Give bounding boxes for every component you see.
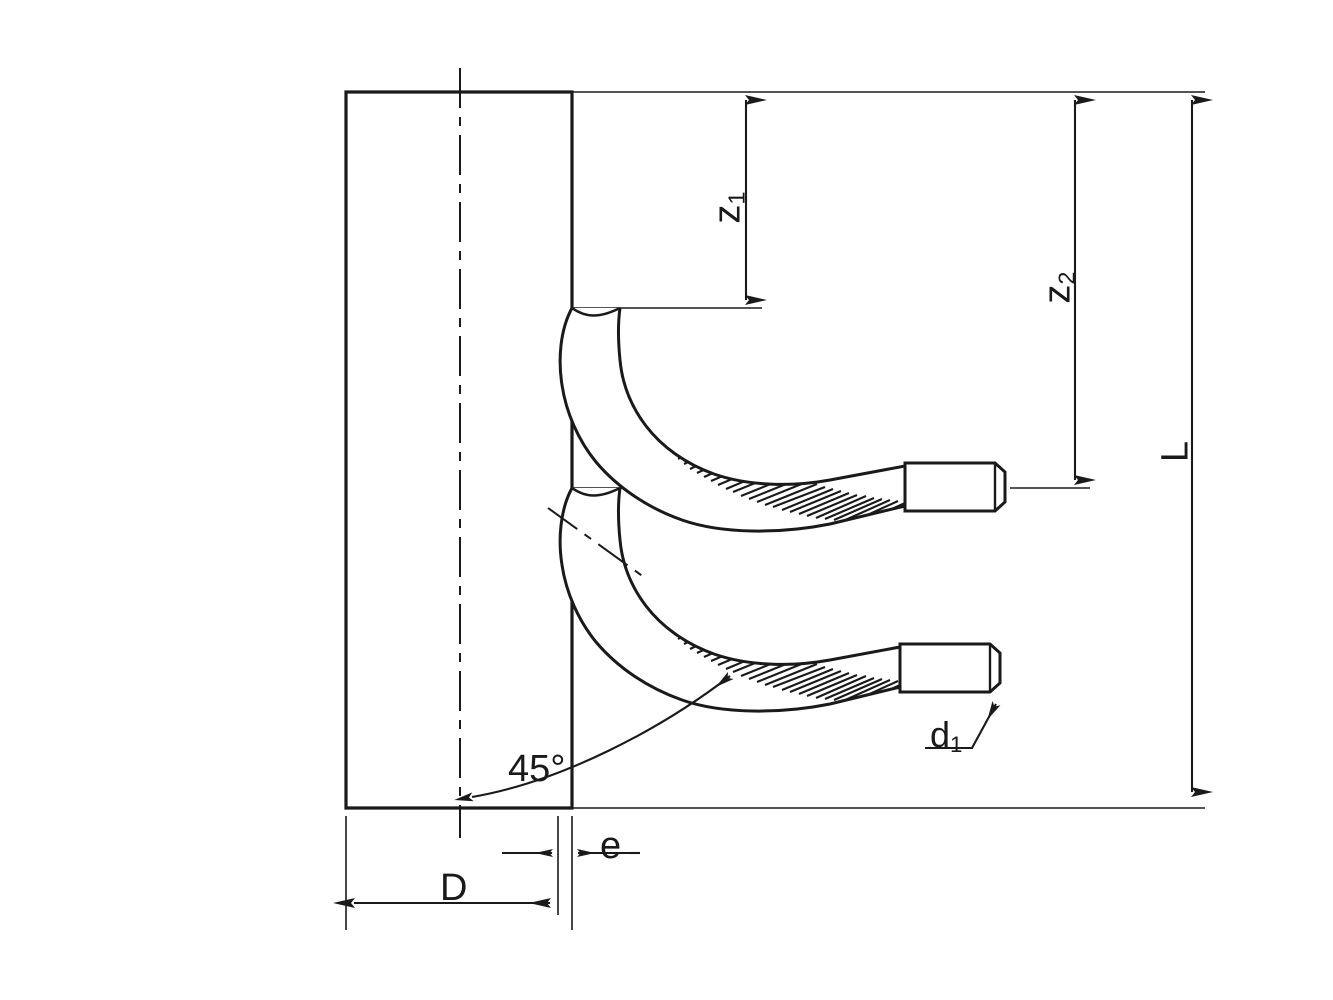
- upper-hose: [558, 306, 1007, 533]
- lower-hose-axis-centerline: [547, 507, 649, 581]
- dimension-label-d1: d1: [930, 714, 963, 757]
- lower-hose-inner-edge: [617, 487, 901, 666]
- dimension-label-e: e: [600, 825, 622, 867]
- lower-hose-outer-edge: [558, 487, 901, 713]
- upper-hose-mouth: [571, 306, 621, 317]
- lower-hose-end-fitting: [898, 642, 1002, 694]
- upper-hose-inner-edge: [617, 307, 906, 486]
- dimension-label-D: D: [440, 867, 468, 909]
- d1-leader: [925, 700, 1001, 750]
- upper-hose-end-fitting: [903, 461, 1007, 513]
- dimension-label-z1: z1: [706, 191, 750, 224]
- dimension-label-z2: z2: [1036, 271, 1080, 304]
- angle-indicator: [454, 671, 734, 802]
- upper-hose-outer-edge: [558, 307, 906, 533]
- dimension-label-angle: 45°: [508, 748, 566, 790]
- lower-hose-mouth: [571, 486, 621, 497]
- angle-arc: [454, 671, 734, 802]
- dimension-D: [333, 816, 573, 930]
- d1-leader-line: [971, 700, 1001, 749]
- lower-hose-fill: [560, 488, 900, 712]
- dimension-label-L: L: [1154, 440, 1197, 463]
- upper-hose-fill: [560, 308, 905, 532]
